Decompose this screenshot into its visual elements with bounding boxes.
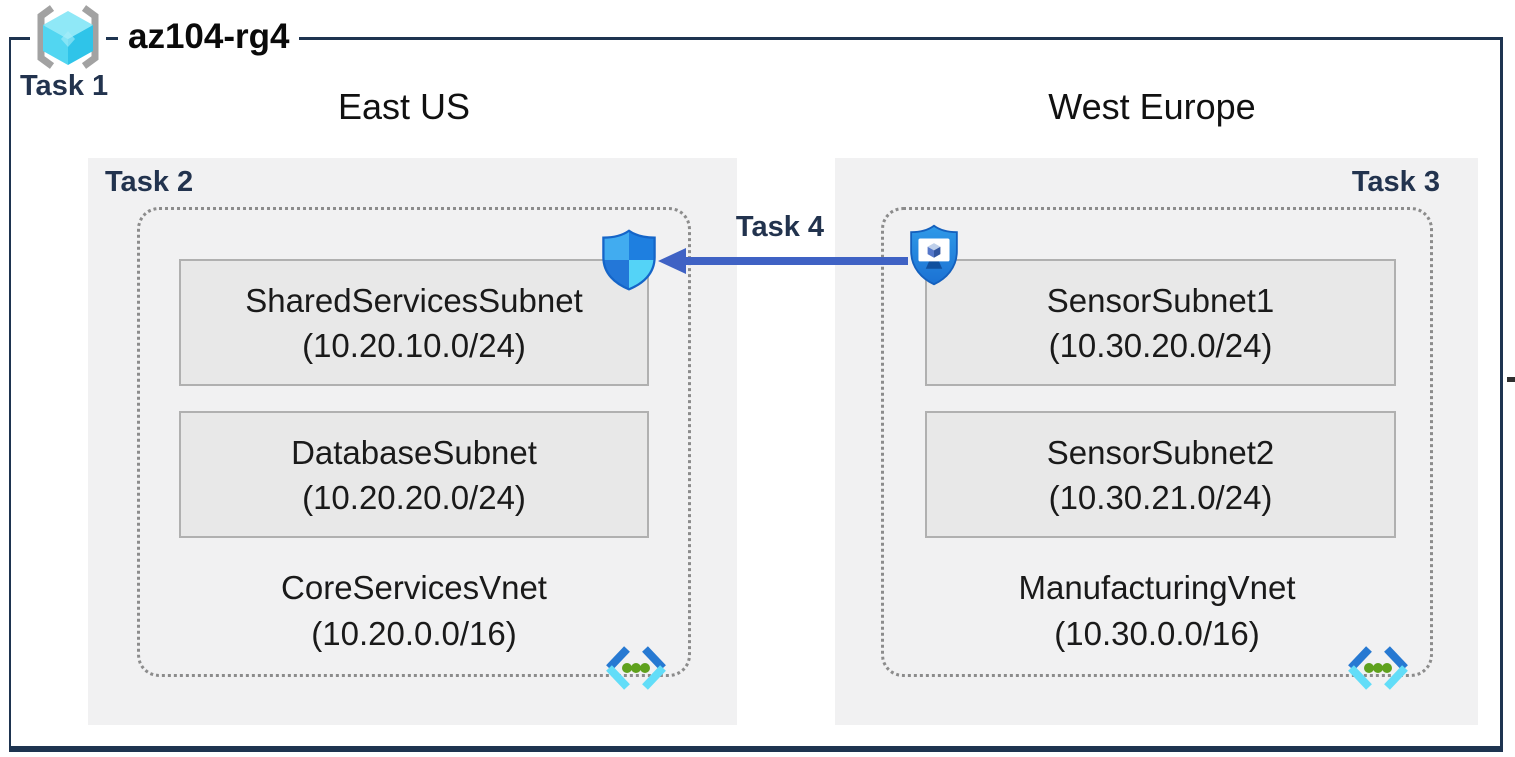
subnet-name: DatabaseSubnet (291, 433, 537, 471)
core-services-vnet-boundary: SharedServicesSubnet (10.20.10.0/24) Dat… (137, 207, 691, 690)
region-label-west-europe: West Europe (1048, 86, 1256, 127)
vnet-chevron-icon (606, 646, 666, 690)
task3-label: Task 3 (1351, 166, 1440, 198)
shield-monitor-icon (910, 224, 958, 286)
vnet-label-manufacturing: ManufacturingVnet (10.30.0.0/16) (884, 565, 1430, 657)
subnet-name: SharedServicesSubnet (245, 281, 583, 319)
nsg-shield-icon (602, 229, 656, 291)
subnet-sensor2: SensorSubnet2 (10.30.21.0/24) (925, 411, 1396, 538)
manufacturing-vnet-boundary: SensorSubnet1 (10.30.20.0/24) SensorSubn… (881, 207, 1433, 690)
resource-group-title: az104-rg4 (118, 7, 300, 67)
task2-label: Task 2 (105, 166, 194, 198)
resource-group-header: az104-rg4 (30, 5, 300, 69)
region-box-west-europe: Task 3 SensorSubnet1 (10.30.20.0/24) Sen… (835, 158, 1478, 725)
subnet-name: SensorSubnet1 (1046, 281, 1275, 319)
subnet-cidr: (10.30.21.0/24) (1048, 478, 1273, 516)
subnet-shared-services: SharedServicesSubnet (10.20.10.0/24) (179, 259, 649, 386)
task4-label: Task 4 (735, 211, 825, 243)
subnet-cidr: (10.20.20.0/24) (302, 478, 526, 516)
region-box-east-us: Task 2 SharedServicesSubnet (10.20.10.0/… (88, 158, 737, 725)
resource-group-cube-icon (37, 5, 99, 69)
peering-arrow-line (684, 257, 908, 265)
task1-label: Task 1 (20, 70, 109, 102)
vnet-name: ManufacturingVnet (1018, 569, 1296, 606)
resource-group-icon (30, 5, 106, 69)
right-edge-tick (1507, 377, 1515, 382)
vnet-cidr: (10.30.0.0/16) (1054, 615, 1260, 652)
vnet-label-core-services: CoreServicesVnet (10.20.0.0/16) (140, 565, 688, 657)
region-label-east-us: East US (337, 86, 471, 127)
vnet-cidr: (10.20.0.0/16) (311, 615, 517, 652)
subnet-cidr: (10.30.20.0/24) (1048, 326, 1273, 364)
subnet-name: SensorSubnet2 (1046, 433, 1275, 471)
peering-arrow-head (658, 248, 686, 274)
subnet-sensor1: SensorSubnet1 (10.30.20.0/24) (925, 259, 1396, 386)
subnet-database: DatabaseSubnet (10.20.20.0/24) (179, 411, 649, 538)
resource-group-border (9, 37, 1503, 752)
subnet-cidr: (10.20.10.0/24) (302, 326, 526, 364)
vnet-name: CoreServicesVnet (281, 569, 547, 606)
vnet-chevron-icon (1348, 646, 1408, 690)
